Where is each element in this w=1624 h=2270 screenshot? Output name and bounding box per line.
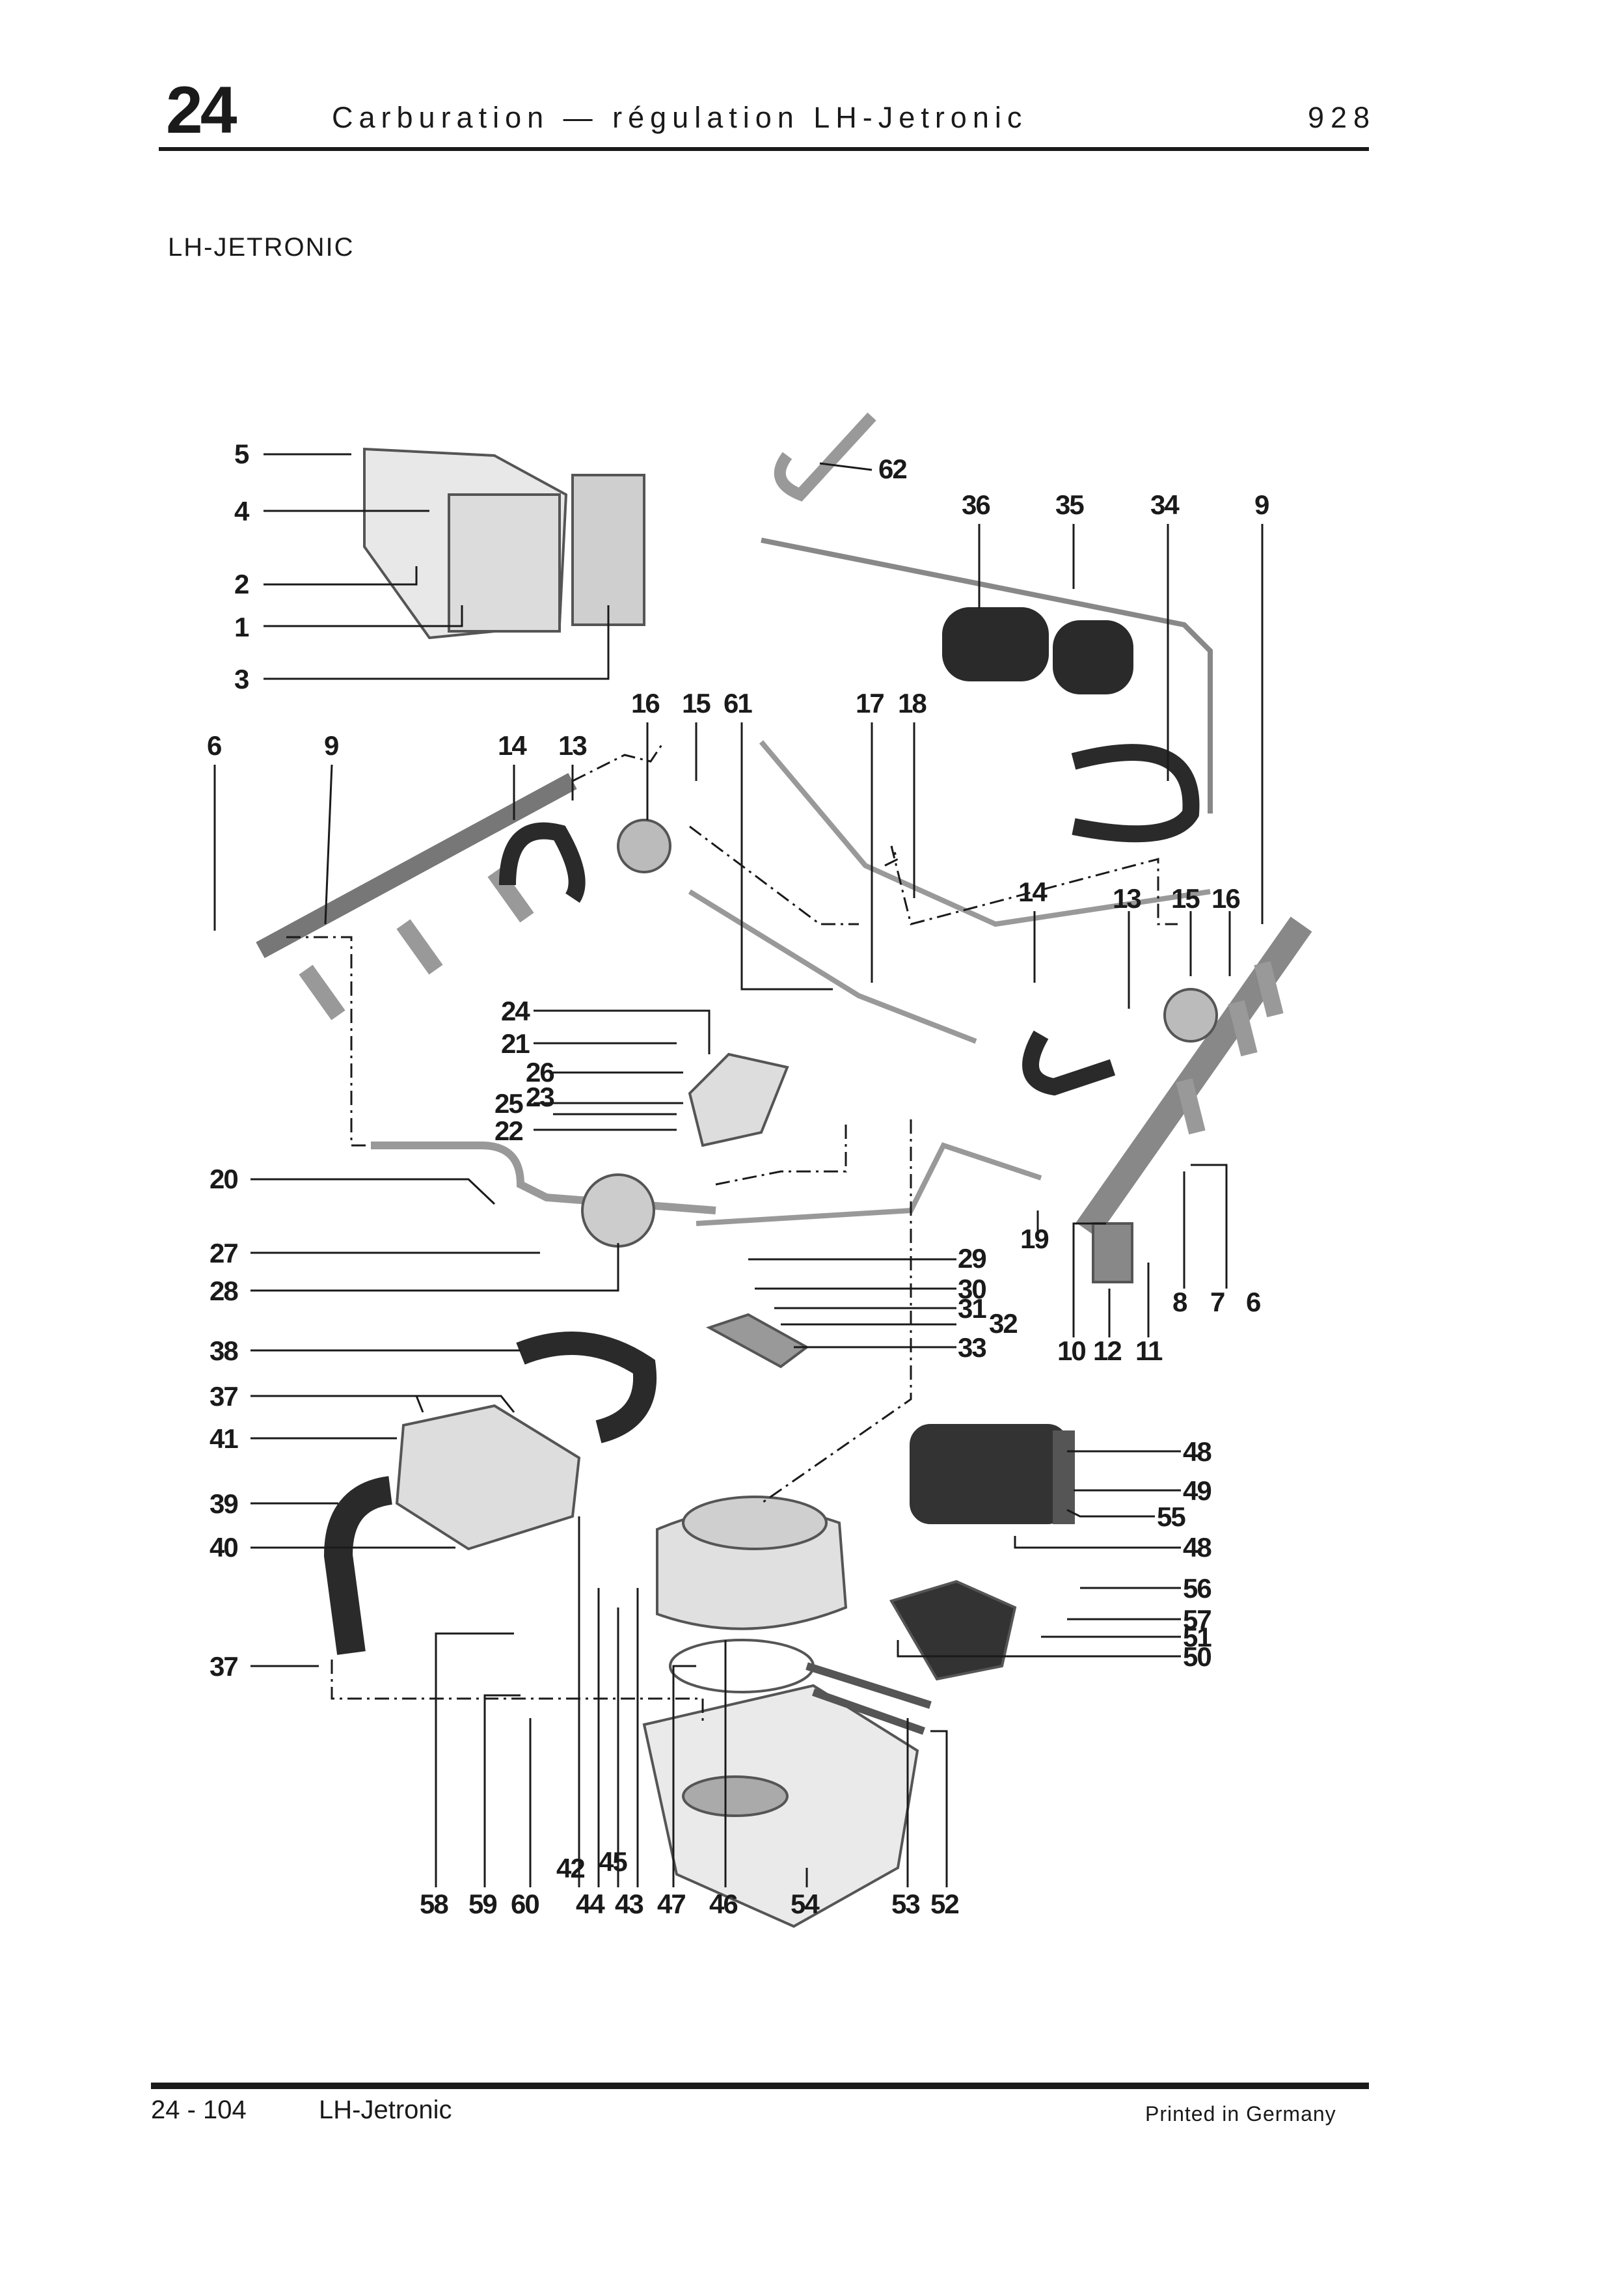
callout-label: 15 [682,688,710,718]
footer-title: LH-Jetronic [319,2096,452,2124]
callout-label: 44 [576,1889,605,1919]
callout-label: 27 [210,1238,237,1268]
callout-label: 4 [234,496,250,526]
callout-label: 15 [1171,883,1200,914]
callout-label: 36 [962,489,990,520]
model-number: 928 [1308,101,1377,134]
section-heading: LH-JETRONIC [168,233,355,262]
callout-label: 35 [1055,489,1084,520]
callout-label: 53 [891,1889,919,1919]
callout-label: 28 [210,1276,238,1306]
callout-label: 38 [210,1335,238,1366]
callout-label: 9 [1254,489,1269,520]
footer-rule [151,2083,1369,2089]
chapter-number: 24 [166,73,237,147]
callout-label: 34 [1150,489,1180,520]
callout-label: 23 [526,1082,554,1112]
callout-label: 45 [599,1846,627,1877]
callout-label: 16 [631,688,659,718]
callout-label: 52 [930,1889,958,1919]
callout-label: 41 [210,1423,238,1454]
callout-label: 8 [1172,1287,1187,1317]
callout-label: 20 [210,1164,237,1194]
callout-label: 37 [210,1381,237,1412]
callout-label: 32 [989,1308,1017,1339]
leader-lines [213,453,1264,1887]
callout-label: 3 [234,664,249,694]
callout-label: 30 [958,1274,986,1304]
imprint-note: Printed in Germany [1145,2102,1336,2126]
callout-label: 14 [1018,877,1048,907]
callout-label: 60 [511,1889,539,1919]
callout-label: 18 [898,688,927,718]
callout-label: 57 [1183,1604,1211,1635]
callout-label: 40 [210,1532,237,1563]
callout-label: 5 [234,439,249,469]
callout-label: 12 [1093,1335,1121,1366]
callout-labels: 5 4 2 1 3 62 36 35 34 9 6 9 14 13 16 15 … [207,439,1270,1919]
callout-label: 29 [958,1243,986,1274]
callout-label: 13 [558,730,586,761]
callout-label: 33 [958,1332,986,1363]
callout-label: 25 [494,1088,523,1119]
callout-label: 26 [526,1057,554,1087]
callout-label: 6 [207,730,221,761]
callout-label: 61 [724,688,752,718]
callout-label: 37 [210,1651,237,1682]
callout-label: 14 [498,730,527,761]
callout-label: 1 [234,612,249,642]
callout-label: 58 [420,1889,448,1919]
header-rule [159,147,1369,151]
page-title: Carburation — régulation LH-Jetronic [332,101,1028,134]
callout-label: 31 [958,1293,986,1324]
callout-label: 59 [468,1889,496,1919]
callout-label: 13 [1113,883,1141,914]
callout-label: 43 [615,1889,643,1919]
callout-label: 10 [1057,1335,1085,1366]
callout-label: 54 [791,1889,820,1919]
callout-label: 16 [1211,883,1239,914]
callout-label: 48 [1183,1436,1211,1467]
component-illustrations [256,412,1312,1928]
page-number: 24 - 104 [151,2096,247,2124]
callout-label: 51 [1183,1622,1211,1652]
callout-label: 6 [1246,1287,1260,1317]
callout-label: 48 [1183,1532,1211,1563]
chain-lines [286,741,1178,1725]
callout-label: 50 [1183,1641,1211,1672]
callout-label: 7 [1210,1287,1225,1317]
callout-label: 17 [856,688,884,718]
callout-label: 11 [1135,1335,1163,1366]
callout-label: 46 [709,1889,737,1919]
callout-label: 56 [1183,1573,1211,1604]
callout-label: 55 [1157,1501,1185,1532]
callout-label: 22 [494,1115,522,1146]
callout-label: 62 [878,454,906,484]
callout-label: 19 [1020,1224,1048,1254]
callout-label: 2 [234,569,249,599]
callout-label: 24 [501,996,530,1026]
callout-label: 42 [556,1853,584,1883]
callout-label: 47 [657,1889,685,1919]
callout-label: 39 [210,1488,237,1519]
callout-label: 49 [1183,1475,1211,1506]
callout-label: 21 [501,1028,530,1059]
callout-label: 9 [324,730,338,761]
